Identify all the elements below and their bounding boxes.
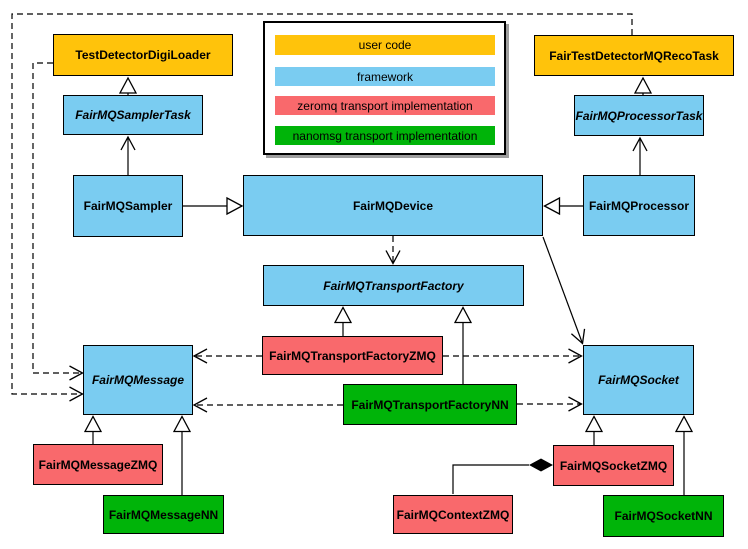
node-fairmq-transport-factory-nn: FairMQTransportFactoryNN: [343, 384, 517, 425]
node-test-detector-digi-loader: TestDetectorDigiLoader: [53, 34, 233, 76]
legend-item-zeromq: zeromq transport implementation: [275, 96, 495, 115]
node-fairmq-message: FairMQMessage: [83, 345, 193, 415]
edge-digiloader-message: [32, 62, 84, 381]
edge-recotask-message: [11, 13, 633, 402]
node-fair-test-detector-mq-reco-task: FairTestDetectorMQRecoTask: [534, 35, 734, 76]
node-fairmq-transport-factory-zmq: FairMQTransportFactoryZMQ: [262, 336, 443, 375]
edge-device-socket: [542, 236, 586, 345]
node-fairmq-device: FairMQDevice: [243, 175, 543, 236]
node-fairmq-socket-zmq: FairMQSocketZMQ: [553, 445, 674, 486]
node-fairmq-processor-task: FairMQProcessorTask: [574, 95, 704, 136]
composition-diamond-icon: [529, 458, 553, 472]
legend: user code framework zeromq transport imp…: [263, 21, 506, 155]
node-fairmq-sampler-task: FairMQSamplerTask: [63, 95, 203, 135]
legend-item-framework: framework: [275, 67, 495, 86]
node-fairmq-message-nn: FairMQMessageNN: [103, 495, 224, 534]
node-fairmq-socket: FairMQSocket: [583, 345, 694, 415]
node-fairmq-processor: FairMQProcessor: [583, 175, 695, 236]
node-fairmq-socket-nn: FairMQSocketNN: [603, 495, 724, 537]
node-fairmq-sampler: FairMQSampler: [73, 175, 183, 237]
node-fairmq-transport-factory: FairMQTransportFactory: [263, 265, 524, 306]
node-fairmq-message-zmq: FairMQMessageZMQ: [33, 444, 163, 485]
legend-item-user-code: user code: [275, 35, 495, 55]
edge-contextzmq-socketzmq: [452, 464, 529, 494]
legend-item-nanomsg: nanomsg transport implementation: [275, 126, 495, 145]
node-fairmq-context-zmq: FairMQContextZMQ: [393, 495, 513, 534]
